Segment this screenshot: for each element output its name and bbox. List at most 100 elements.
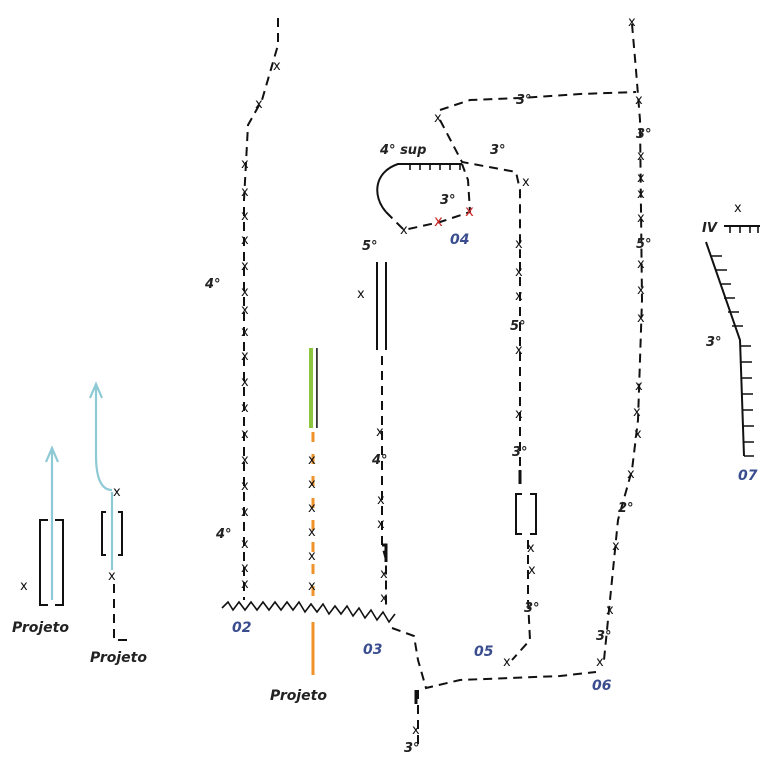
green-orange-branch: x x x x x x Projeto [270,348,327,704]
green-segment [309,348,313,428]
station-x: x [308,549,316,564]
profile-slope [705,241,745,457]
station-x: x [377,517,385,532]
green-segment-edge [316,348,318,428]
station-x: x [612,539,620,554]
survey-line-bottom [391,627,597,690]
survey-line [113,584,132,641]
step-mark [382,543,388,562]
angle-label: 3° [404,741,420,756]
survey-line-03 [381,356,387,610]
station-x: x [308,453,316,468]
station-x: x [637,171,645,186]
angle-label: 2° [618,501,634,516]
projeto-label-middle-left: Projeto [90,650,147,666]
station-x: x [400,223,408,238]
bracket-left-b [55,519,64,606]
angle-label: 4° [371,453,388,468]
station-x: x [241,303,249,318]
cave-wall-arc [376,163,462,213]
station-x: x [606,603,614,618]
station-x: x [637,257,645,272]
wall-hatching [409,164,461,170]
profile-top-ticks [729,226,759,233]
loop-04: x x x x x 4° sup 3° 3° 04 [376,111,530,258]
angle-label: 4° [215,527,232,542]
angle-label: 3° [706,335,722,350]
station-x: x [241,427,249,442]
angle-label: 3° [440,193,456,208]
projeto-left-group: x Projeto [12,445,69,636]
survey-line-04 [385,163,472,232]
station-x: x [241,375,249,390]
station-x: x [434,111,442,126]
station-x: x [241,537,249,552]
station-x: x [241,401,249,416]
station-x: x [380,567,388,582]
station-x: x [241,505,249,520]
station-x: x [113,485,121,500]
station-x: x [627,467,635,482]
angle-label: 3° [636,127,652,142]
branch-03: x x x x x x 5° 4° 03 [357,239,388,658]
survey-line-02 [243,18,279,600]
point-number-04: 04 [450,232,469,248]
station-x: x [308,579,316,594]
projeto-arrow-curved-head [88,381,104,399]
survey-line-04b [439,119,521,258]
angle-label: 4° sup [379,143,426,158]
bracket-05-a [515,493,522,535]
angle-label: 3° [490,143,506,158]
point-number-05: 05 [474,644,494,660]
angle-label: 3° [596,629,612,644]
angle-label: 3° [512,445,528,460]
floor-zigzag [221,600,396,624]
station-x: x [635,379,643,394]
station-x: x [241,479,249,494]
station-x: x [637,211,645,226]
angle-label: 4° [204,277,221,292]
survey-line-top [439,91,637,111]
station-x: x [241,209,249,224]
station-x: x [637,283,645,298]
angle-label: 3° [524,601,540,616]
station-x: x [108,569,116,584]
station-x: x [241,233,249,248]
station-x: x [637,311,645,326]
station-x: x [635,93,643,108]
station-x: x [357,287,365,302]
station-x: x [596,655,604,670]
station-x: x [308,525,316,540]
station-x: x [528,563,536,578]
station-x: x [380,591,388,606]
station-x: x [515,265,523,280]
station-x: x [515,289,523,304]
point-number-03: 03 [363,642,382,658]
projeto-arrow-left-head [44,445,60,463]
angle-label: 5° [636,237,652,252]
station-x: x [241,285,249,300]
point-number-06: 06 [592,678,612,694]
station-x: x [308,501,316,516]
station-x: x [527,541,535,556]
station-x: x [503,655,511,670]
station-x: x [522,175,530,190]
station-x: x [515,237,523,252]
red-station-x: x [434,212,443,230]
profile-label-IV: IV [702,221,718,236]
bracket-left-a [39,519,48,606]
branch-02: x x x x x x x x x x x x x x x x x x x x … [204,18,281,600]
station-x: x [241,325,249,340]
station-x: x [515,407,523,422]
branch-05: x x x x x x x x 5° 3° 3° 05 [474,237,540,670]
bracket-mid-b [118,511,123,556]
station-x: x [273,59,281,74]
station-x: x [241,561,249,576]
red-station-x: x [465,202,474,220]
station-x: x [633,405,641,420]
station-x: x [637,187,645,202]
station-x: x [734,201,742,216]
projeto-middle-left-group: x x Projeto [88,381,147,666]
station-x: x [241,577,249,592]
